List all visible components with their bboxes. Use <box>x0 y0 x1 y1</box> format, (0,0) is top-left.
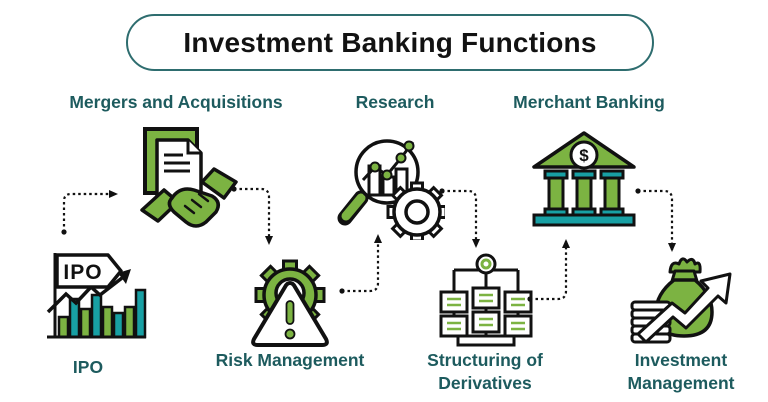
page-title: Investment Banking Functions <box>126 14 654 71</box>
label-structuring-derivatives: Structuring of Derivatives <box>427 350 543 393</box>
label-research: Research <box>355 92 435 112</box>
label-risk-management: Risk Management <box>215 350 365 370</box>
label-ipo: IPO <box>72 357 104 377</box>
arrow-research-to-derivatives <box>442 189 480 248</box>
gear-warning-triangle-icon <box>251 259 329 347</box>
ipo-flag-bar-chart-icon: IPO <box>46 253 147 339</box>
magnifier-chart-gear-icon <box>337 139 445 240</box>
document-handshake-icon <box>140 127 238 228</box>
money-bag-growth-arrow-icon <box>630 257 732 344</box>
arrow-merchant-to-investment <box>638 189 676 252</box>
label-investment-management: Investment Management <box>627 350 735 393</box>
ipo-flag-text: IPO <box>63 261 102 284</box>
label-mergers-acquisitions: Mergers and Acquisitions <box>69 92 283 112</box>
arrow-ipo-to-mergers <box>62 190 118 232</box>
gear-icon <box>386 181 445 240</box>
label-merchant-banking: Merchant Banking <box>513 92 665 112</box>
hierarchy-flowchart-icon <box>439 253 533 347</box>
bank-building-icon: $ <box>532 131 636 227</box>
arrow-risk-to-research <box>342 234 382 293</box>
dollar-sign-glyph: $ <box>579 146 589 165</box>
